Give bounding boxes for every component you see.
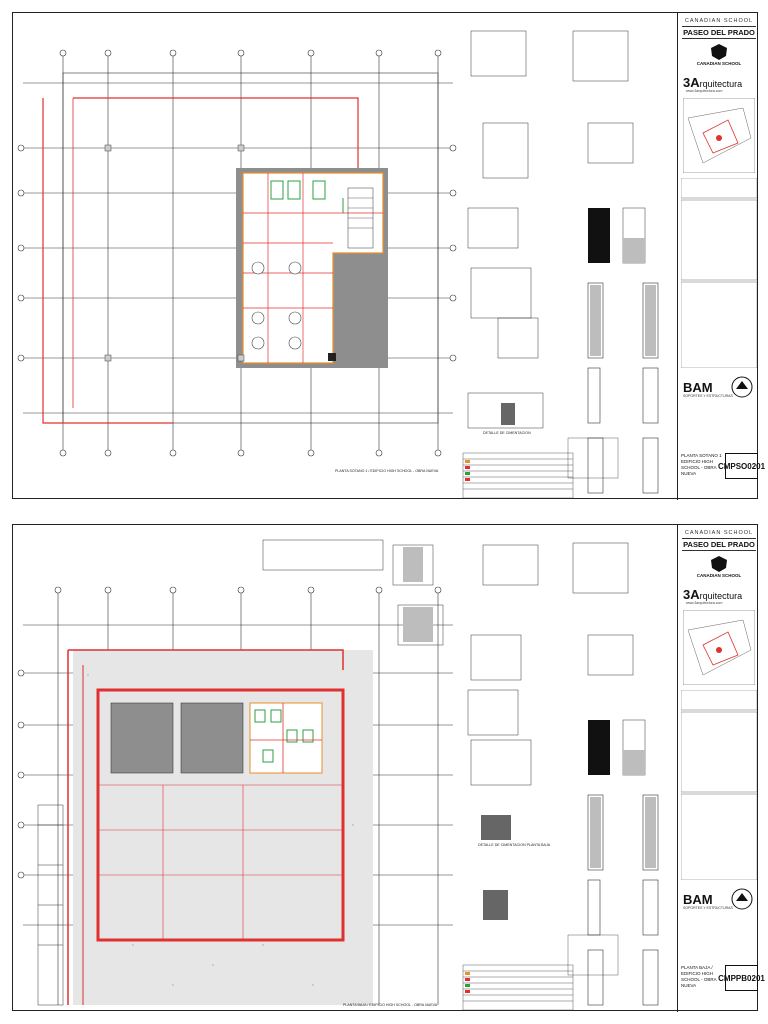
consultant-subtitle: SOPORTES Y ESTRUCTURAS	[683, 394, 733, 398]
school-name: CANADIAN SCHOOL	[684, 18, 754, 24]
notes-grid	[681, 178, 757, 368]
architect-brand: 3Arquitectura	[683, 75, 742, 90]
consultant-subtitle: SOPORTES Y ESTRUCTURAS	[683, 906, 733, 910]
sheet-name: PLANTA SOTANO 1 EDIFICIO HIGH SCHOOL - O…	[681, 453, 722, 476]
brand-prefix: 3A	[683, 587, 700, 602]
drawing-sheet-2: PLANTA BAJA / EDIFICIO HIGH SCHOOL - OBR…	[12, 524, 765, 1012]
crest-caption: CANADIAN SCHOOL	[696, 573, 742, 578]
architect-url: www.3arquitectura.com	[686, 601, 723, 605]
drawing-sheet-1: PLANTA SOTANO 1 / EDIFICIO HIGH SCHOOL -…	[12, 12, 765, 500]
consultant-seal	[731, 888, 753, 910]
sheet-code: CMPPB0201	[718, 965, 765, 991]
sheet-name: PLANTA BAJA / EDIFICIO HIGH SCHOOL - OBR…	[681, 965, 717, 988]
detail-caption: DETALLE DE CIMENTACION PLANTA BAJA	[478, 843, 551, 847]
floor-plan-drawing	[17, 30, 659, 499]
brand-prefix: 3A	[683, 75, 700, 90]
floor-plan-drawing	[17, 539, 659, 1011]
crest-caption: CANADIAN SCHOOL	[696, 61, 742, 66]
consultant-seal	[731, 376, 753, 398]
title-block: CANADIAN SCHOOL PASEO DEL PRADO CANADIAN…	[677, 525, 765, 1012]
notes-grid	[681, 690, 757, 880]
location-map	[683, 98, 755, 173]
crest-logo	[711, 556, 727, 572]
project-name: PASEO DEL PRADO	[682, 26, 756, 39]
detail-caption: DETALLE DE CIMENTACION	[483, 431, 531, 435]
sheet-code: CMPSO0201	[718, 453, 765, 479]
location-map	[683, 610, 755, 685]
consultant-logo: BAM	[683, 380, 713, 395]
project-name: PASEO DEL PRADO	[682, 538, 756, 551]
school-name: CANADIAN SCHOOL	[684, 530, 754, 536]
title-block: CANADIAN SCHOOL PASEO DEL PRADO CANADIAN…	[677, 13, 765, 500]
architect-url: www.3arquitectura.com	[686, 89, 723, 93]
brand-rest: rquitectura	[699, 79, 743, 89]
consultant-logo: BAM	[683, 892, 713, 907]
crest-logo	[711, 44, 727, 60]
plan-caption: PLANTA SOTANO 1 / EDIFICIO HIGH SCHOOL -…	[335, 469, 439, 473]
plan-caption: PLANTA BAJA / EDIFICIO HIGH SCHOOL - OBR…	[343, 1003, 438, 1007]
brand-rest: rquitectura	[699, 591, 743, 601]
architect-brand: 3Arquitectura	[683, 587, 742, 602]
